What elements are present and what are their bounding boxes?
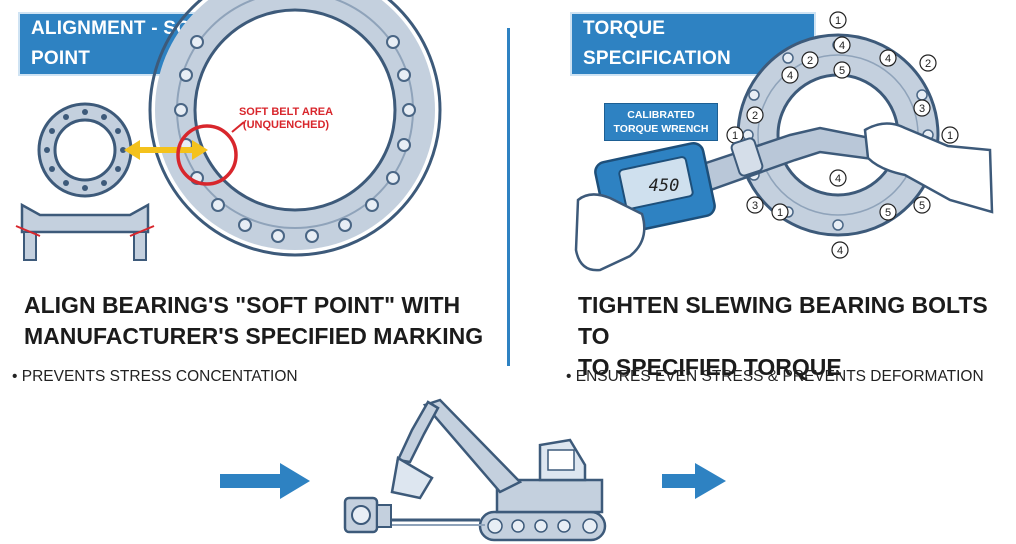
bolt-sequence-circle — [771, 203, 789, 221]
bolt-sequence-circle — [746, 106, 764, 124]
bolt-sequence-number: 2 — [925, 58, 931, 70]
flow-arrow-icon — [220, 463, 310, 499]
bolt-sequence-circle — [919, 54, 937, 72]
alignment-heading-line-2: MANUFACTURER'S SPECIFIED MARKING — [24, 323, 484, 349]
bolt-sequence-number: 4 — [835, 173, 841, 185]
large-bearing-ring — [148, 0, 442, 257]
bolt-sequence-number: 4 — [787, 70, 793, 82]
bolt-sequence-number: 1 — [835, 15, 841, 27]
panel-divider — [507, 28, 510, 366]
alignment-heading-line-1: ALIGN BEARING'S "SOFT POINT" WITH — [24, 292, 461, 318]
bolt-sequence-circle — [829, 169, 847, 187]
bolt-sequence-circle — [801, 51, 819, 69]
bolt-sequence-number: 2 — [807, 55, 813, 67]
double-arrow-icon — [124, 140, 208, 160]
bolt-sequence-number: 1 — [777, 207, 783, 219]
bolt-sequence-circle — [913, 196, 931, 214]
bolt-sequence-circle — [831, 241, 849, 259]
torque-heading-line-2: TO SPECIFIED TORQUE — [578, 354, 842, 380]
callout-line-1: SOFT BELT AREA — [238, 106, 334, 118]
alignment-bullet: • PREVENTS STRESS CONCENTATION — [12, 368, 298, 385]
small-bearing — [37, 102, 133, 198]
bolt-sequence-circle — [941, 126, 959, 144]
bolt-sequence-number: 4 — [885, 53, 891, 65]
flow-arrow-icon — [662, 463, 726, 499]
bolt-sequence-circle — [833, 61, 851, 79]
torque-heading: TIGHTEN SLEWING BEARING BOLTS TO TO SPEC… — [578, 290, 1008, 383]
wrench-readout: 450 — [648, 176, 680, 196]
bolt-sequence-number: 5 — [885, 207, 891, 219]
bolt-sequence-number: 3 — [919, 103, 925, 115]
bolt-sequence-markers: 1 4 5 2 4 3 1 5 5 4 3 2 4 1 1 4 2 — [726, 11, 959, 259]
bolt-sequence-circle — [829, 11, 847, 29]
bolt-sequence-circle — [913, 99, 931, 117]
excavator-icon — [343, 398, 607, 542]
wrench-label-line-2: TORQUE WRENCH — [613, 123, 709, 135]
soft-belt-callout: SOFT BELT AREA (UNQUENCHED) — [226, 106, 346, 132]
bolt-sequence-circle — [781, 66, 799, 84]
bolt-sequence-number: 4 — [837, 245, 843, 257]
bolt-sequence-number: 1 — [947, 130, 953, 142]
torque-wrench-label: CALIBRATED TORQUE WRENCH — [604, 103, 718, 141]
bolt-sequence-circle — [879, 49, 897, 67]
bolt-sequence-circle — [746, 196, 764, 214]
bolt-sequence-circle — [833, 36, 851, 54]
soft-point-circle — [176, 124, 238, 186]
bearing-mount-section — [15, 202, 155, 261]
bolt-sequence-number: 4 — [839, 40, 845, 52]
torque-bullet: • ENSURES EVEN STRESS & PREVENTS DEFORMA… — [566, 368, 984, 385]
bolt-sequence-number: 5 — [919, 200, 925, 212]
bolt-sequence-circle — [879, 203, 897, 221]
bolt-sequence-number: 1 — [732, 130, 738, 142]
bolt-sequence-number: 2 — [752, 110, 758, 122]
callout-line-2: (UNQUENCHED) — [242, 119, 330, 131]
bolt-sequence-number: 3 — [752, 200, 758, 212]
torque-heading-line-1: TIGHTEN SLEWING BEARING BOLTS TO — [578, 292, 988, 349]
torque-wrench-icon — [574, 122, 994, 272]
bolt-sequence-number: 5 — [839, 65, 845, 77]
wrench-label-line-1: CALIBRATED — [627, 109, 695, 121]
alignment-heading: ALIGN BEARING'S "SOFT POINT" WITH MANUFA… — [24, 290, 494, 352]
